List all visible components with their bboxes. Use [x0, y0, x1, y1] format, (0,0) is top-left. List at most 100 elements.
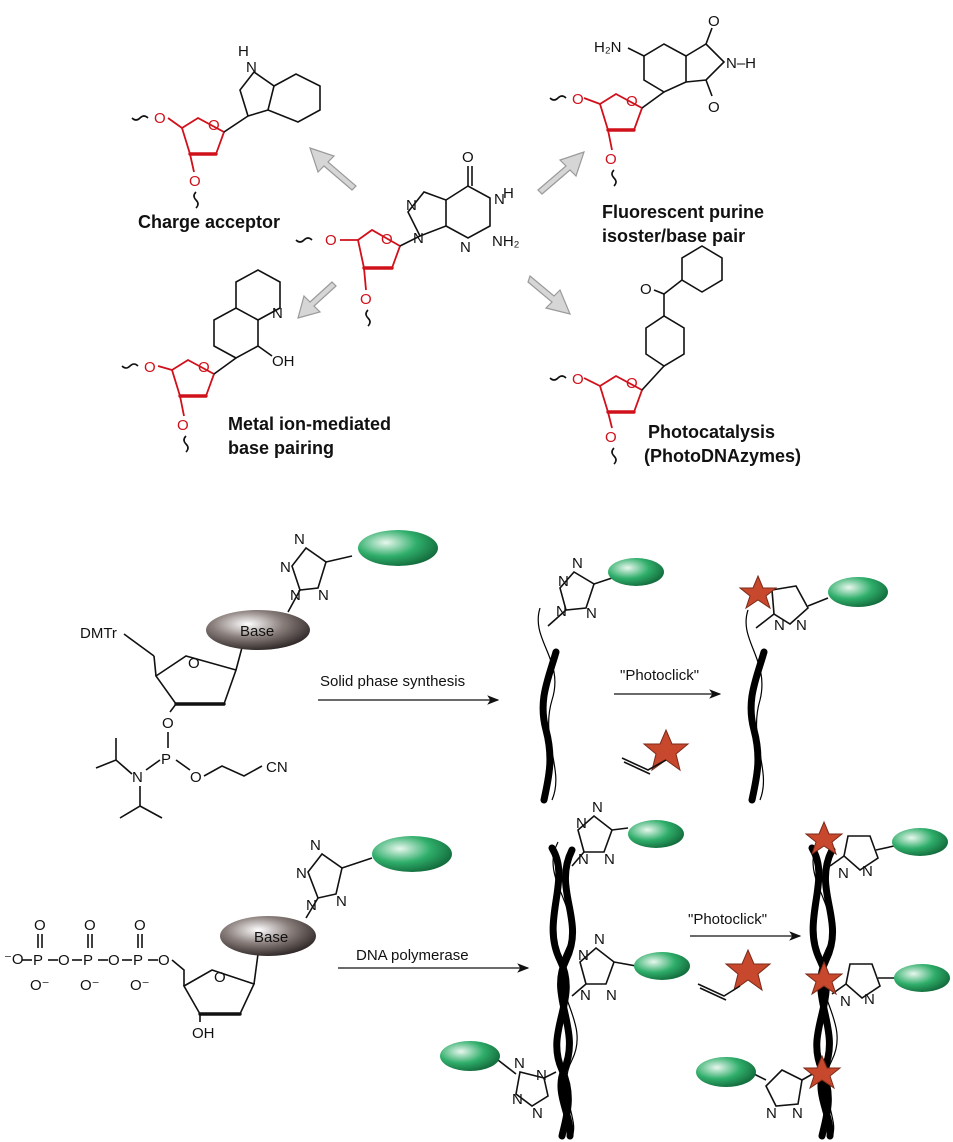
base-ellipse: [220, 916, 316, 956]
green-tag-ellipse: [358, 530, 438, 566]
star-product: [804, 820, 844, 856]
label-photoclick-2: "Photoclick": [688, 911, 767, 928]
oxygen-5prime: O: [158, 952, 170, 969]
phosphorus: P: [161, 751, 171, 768]
dmtr-label: DMTr: [80, 625, 117, 642]
tetrazole-n: N: [536, 1067, 547, 1084]
oxygen-3prime: O: [360, 291, 372, 308]
oxygen-3prime: O: [605, 429, 617, 446]
photocatalysis-nucleoside: O O O O: [549, 245, 723, 465]
n1-nitrogen: N: [494, 191, 505, 208]
green-tag-ellipse: [828, 577, 888, 607]
tetrazole-n: N: [578, 947, 589, 964]
tetrazole-n: N: [604, 851, 615, 868]
arrow-to-metal: [297, 281, 337, 319]
bridge-oxygen: O: [58, 952, 70, 969]
label-metal-1: Metal ion-mediated: [228, 414, 391, 434]
tetrazole-n: N: [306, 897, 317, 914]
hydroxyl-label: OH: [272, 353, 295, 370]
label-fluorescent-2: isoster/base pair: [602, 226, 745, 246]
label-metal-2: base pairing: [228, 438, 334, 458]
amine-label: H₂N: [594, 39, 622, 56]
tetrazole-n: N: [532, 1105, 543, 1122]
phosphorus-gamma: P: [133, 952, 143, 969]
oxygen-3prime: O: [605, 151, 617, 168]
o-minus-label: O⁻: [130, 977, 150, 994]
tetrazole-n: N: [296, 865, 307, 882]
pyrazoline-n: N: [864, 991, 875, 1008]
central-deoxyguanosine: O O O O N H NH₂ N N N: [295, 149, 520, 327]
phosphorus-beta: P: [83, 952, 93, 969]
triphosphate-monomer: ⁻O P O O⁻ O P O O⁻ O P O O⁻ O O OH Base: [4, 836, 452, 1042]
tetrazole-n: N: [586, 605, 597, 622]
ring-oxygen: O: [214, 969, 226, 986]
oxygen-5prime: O: [325, 232, 337, 249]
ring-oxygen: O: [198, 359, 210, 376]
ketone-oxygen: O: [640, 281, 652, 298]
tetrazole-n: N: [290, 587, 301, 604]
label-dna-polymerase: DNA polymerase: [356, 947, 469, 964]
arrow-to-photocatalysis: [527, 274, 572, 315]
o-minus-label: O⁻: [80, 977, 100, 994]
green-tag-ellipse: [440, 1041, 500, 1071]
ring-oxygen: O: [626, 375, 638, 392]
metal-ion-nucleoside: O O O N OH: [121, 269, 295, 453]
ring-oxygen: O: [626, 93, 638, 110]
green-tag-ellipse: [696, 1057, 756, 1087]
arrow-to-fluorescent: [537, 151, 585, 195]
base-label: Base: [240, 623, 274, 640]
amine-nitrogen: N: [132, 769, 143, 786]
oxygen-5prime: O: [572, 91, 584, 108]
pyrazoline-n: N: [774, 617, 785, 634]
oxygen-3prime: O: [162, 715, 174, 732]
pyrazoline-n: N: [862, 863, 873, 880]
label-fluorescent-1: Fluorescent purine: [602, 202, 764, 222]
label-charge-acceptor: Charge acceptor: [138, 212, 280, 232]
ssdna-tetrazole: N N N N: [537, 555, 664, 804]
tetrazole-n: N: [336, 893, 347, 910]
ssdna-pyrazoline: N N: [738, 574, 888, 804]
tetrazole-n: N: [594, 931, 605, 948]
oxygen-5prime: O: [572, 371, 584, 388]
indole-nitrogen: N: [246, 59, 257, 76]
oxygen-5prime: O: [144, 359, 156, 376]
tetrazole-n: N: [572, 555, 583, 572]
green-tag-ellipse: [894, 964, 950, 992]
phosphorus-alpha: P: [33, 952, 43, 969]
quinoline-nitrogen: N: [272, 305, 283, 322]
arrow-to-charge-acceptor: [309, 147, 357, 191]
tetrazole-n: N: [318, 587, 329, 604]
green-tag-ellipse: [628, 820, 684, 848]
base-ellipse: [206, 610, 310, 650]
pyrazoline-n: N: [766, 1105, 777, 1122]
green-tag-ellipse: [608, 558, 664, 586]
phosphite-oxygen: O: [190, 769, 202, 786]
tetrazole-n: N: [512, 1091, 523, 1108]
tetrazole-n: N: [576, 815, 587, 832]
nitrile-label: CN: [266, 759, 288, 776]
star-alkene-1: [642, 728, 690, 772]
tetrazole-n: N: [558, 573, 569, 590]
green-tag-ellipse: [892, 828, 948, 856]
carbonyl-oxygen: O: [462, 149, 474, 166]
dsdna-pyrazolines: N N N N N N: [696, 820, 950, 1140]
pyrazoline-n: N: [792, 1105, 803, 1122]
minus-o-label: ⁻O: [4, 951, 24, 968]
fluorescent-nucleoside: O O O O O N–H H₂N: [549, 13, 756, 187]
imide-oxygen-bottom: O: [708, 99, 720, 116]
label-photocatalysis-1: Photocatalysis: [648, 422, 775, 442]
pyrazoline-n: N: [796, 617, 807, 634]
imide-oxygen-top: O: [708, 13, 720, 30]
hydroxyl-3prime: OH: [192, 1025, 215, 1042]
star-product: [802, 1054, 842, 1090]
tetrazole-n: N: [294, 531, 305, 548]
label-photocatalysis-2: (PhotoDNAzymes): [644, 446, 801, 466]
oxygen-5prime: O: [154, 110, 166, 127]
tetrazole-n: N: [514, 1055, 525, 1072]
n3-nitrogen: N: [460, 239, 471, 256]
phosphoramidite-monomer: DMTr O O P N O CN Base N N N N: [80, 530, 438, 819]
tetrazole-n: N: [606, 987, 617, 1004]
tetrazole-n: N: [580, 987, 591, 1004]
phosphate-oxygen: O: [134, 917, 146, 934]
